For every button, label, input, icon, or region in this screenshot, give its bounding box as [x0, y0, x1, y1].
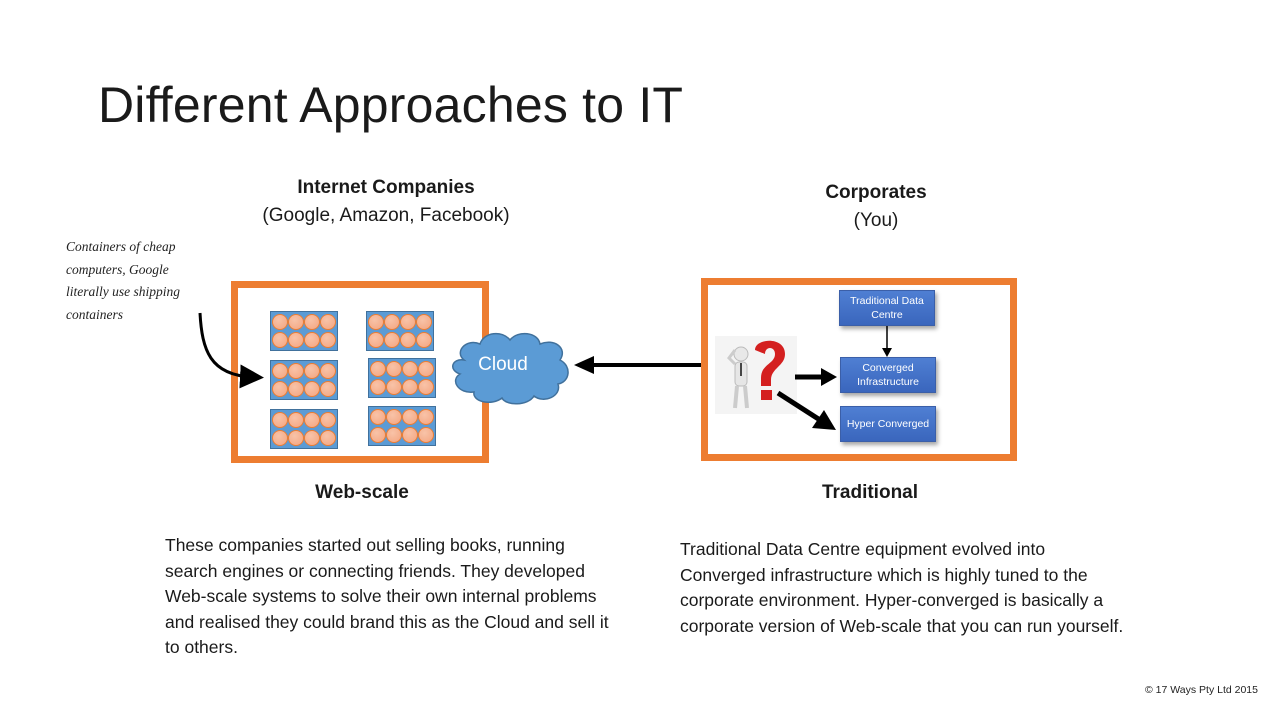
- computer-icon: [320, 332, 336, 348]
- shipping-container: [270, 360, 338, 400]
- traditional-data-centre-box: Traditional Data Centre: [839, 290, 935, 326]
- corporates-subtitle: (You): [853, 210, 899, 231]
- computer-icon: [400, 314, 416, 330]
- computer-icon: [400, 332, 416, 348]
- computer-icon: [386, 361, 402, 377]
- shipping-container: [270, 409, 338, 449]
- computer-icon: [370, 379, 386, 395]
- shipping-container: [366, 311, 434, 351]
- computer-icon: [320, 381, 336, 397]
- computer-icon: [402, 409, 418, 425]
- computer-icon: [288, 332, 304, 348]
- slide-title: Different Approaches to IT: [98, 77, 684, 133]
- computer-icon: [288, 430, 304, 446]
- copyright: © 17 Ways Pty Ltd 2015: [1145, 684, 1258, 696]
- computer-icon: [320, 412, 336, 428]
- computer-icon: [416, 332, 432, 348]
- computer-icon: [386, 427, 402, 443]
- internet-companies-examples: (Google, Amazon, Facebook): [262, 205, 510, 226]
- computer-icon: [418, 361, 434, 377]
- computer-icon: [402, 361, 418, 377]
- web-scale-caption: Web-scale: [315, 482, 409, 503]
- thinking-person-icon: [715, 336, 797, 414]
- computer-icon: [272, 332, 288, 348]
- computer-icon: [368, 332, 384, 348]
- computer-icon: [418, 379, 434, 395]
- arrow-to-converged-icon: [795, 368, 837, 386]
- computer-icon: [272, 363, 288, 379]
- traditional-caption: Traditional: [821, 482, 919, 503]
- computer-icon: [272, 314, 288, 330]
- hyper-converged-box: Hyper Converged: [840, 406, 936, 442]
- computer-icon: [272, 412, 288, 428]
- shipping-container: [368, 406, 436, 446]
- computer-icon: [288, 381, 304, 397]
- shipping-container: [368, 358, 436, 398]
- computer-icon: [304, 430, 320, 446]
- cloud-icon: [452, 332, 569, 405]
- computer-icon: [370, 361, 386, 377]
- computer-icon: [402, 427, 418, 443]
- computer-icon: [370, 409, 386, 425]
- web-scale-description: These companies started out selling book…: [165, 535, 609, 657]
- computer-icon: [386, 409, 402, 425]
- computer-icon: [402, 379, 418, 395]
- annotation-arrow-icon: [198, 312, 264, 389]
- computer-icon: [416, 314, 432, 330]
- cloud-label: Cloud: [478, 354, 528, 375]
- computer-icon: [304, 363, 320, 379]
- computer-icon: [272, 430, 288, 446]
- arrow-to-hyper-converged-icon: [776, 390, 836, 430]
- computer-icon: [272, 381, 288, 397]
- containers-annotation: Containers of cheap computers, Google li…: [66, 239, 180, 322]
- computer-icon: [386, 379, 402, 395]
- computer-icon: [304, 314, 320, 330]
- computer-icon: [304, 412, 320, 428]
- computer-icon: [320, 314, 336, 330]
- computer-icon: [304, 381, 320, 397]
- computer-icon: [304, 332, 320, 348]
- computer-icon: [288, 314, 304, 330]
- internet-companies-heading: Internet Companies (Google, Amazon, Face…: [236, 174, 536, 230]
- computer-icon: [418, 427, 434, 443]
- traditional-description: Traditional Data Centre equipment evolve…: [680, 539, 1124, 636]
- shipping-container: [270, 311, 338, 351]
- converged-infrastructure-box: Converged Infrastructure: [840, 357, 936, 393]
- computer-icon: [320, 430, 336, 446]
- computer-icon: [384, 314, 400, 330]
- internet-companies-title: Internet Companies: [297, 177, 475, 198]
- corporates-heading: Corporates (You): [776, 179, 976, 235]
- computer-icon: [288, 412, 304, 428]
- corporates-title: Corporates: [825, 182, 927, 203]
- computer-icon: [368, 314, 384, 330]
- computer-icon: [288, 363, 304, 379]
- computer-icon: [370, 427, 386, 443]
- computer-icon: [418, 409, 434, 425]
- down-arrow-icon: [882, 326, 892, 357]
- arrow-to-cloud-icon: [574, 356, 722, 374]
- computer-icon: [320, 363, 336, 379]
- computer-icon: [384, 332, 400, 348]
